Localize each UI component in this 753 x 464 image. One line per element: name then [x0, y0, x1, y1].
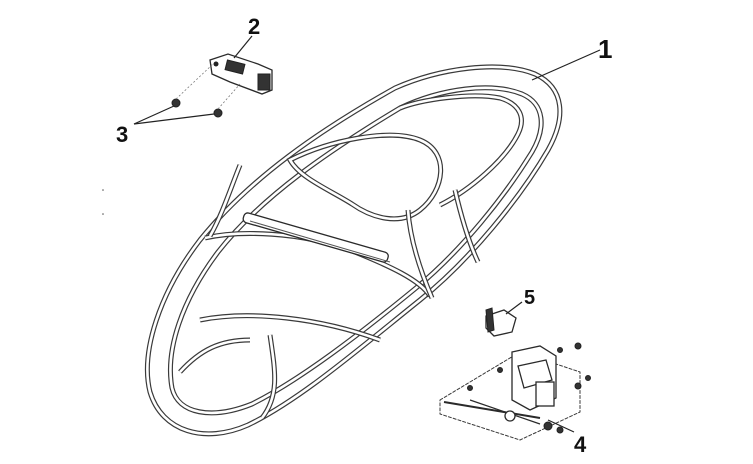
leader-2 — [233, 35, 253, 59]
callout-1: 1 — [598, 34, 612, 64]
part-4-lock-assembly — [439, 342, 591, 441]
callout-4: 4 — [574, 432, 587, 457]
leader-1 — [531, 49, 601, 81]
seat-backrest-ridge — [399, 93, 524, 208]
scan-dot — [102, 213, 104, 215]
seat-assembly — [145, 64, 563, 437]
leader-3a — [133, 105, 175, 125]
part-5-clip — [485, 307, 517, 337]
callout-5: 5 — [524, 287, 535, 309]
leader-5 — [505, 301, 523, 315]
part-3-nuts — [171, 63, 241, 118]
nut-right — [213, 108, 223, 118]
callout-3: 3 — [116, 122, 128, 147]
scan-dot — [102, 189, 104, 191]
leader-lines — [133, 35, 601, 433]
leader-3b — [133, 113, 215, 125]
seat-divider — [286, 132, 444, 222]
leader-4 — [547, 419, 575, 433]
part-2-bracket — [209, 53, 273, 95]
seat-grab-strap — [242, 212, 389, 263]
callout-2: 2 — [248, 14, 260, 39]
